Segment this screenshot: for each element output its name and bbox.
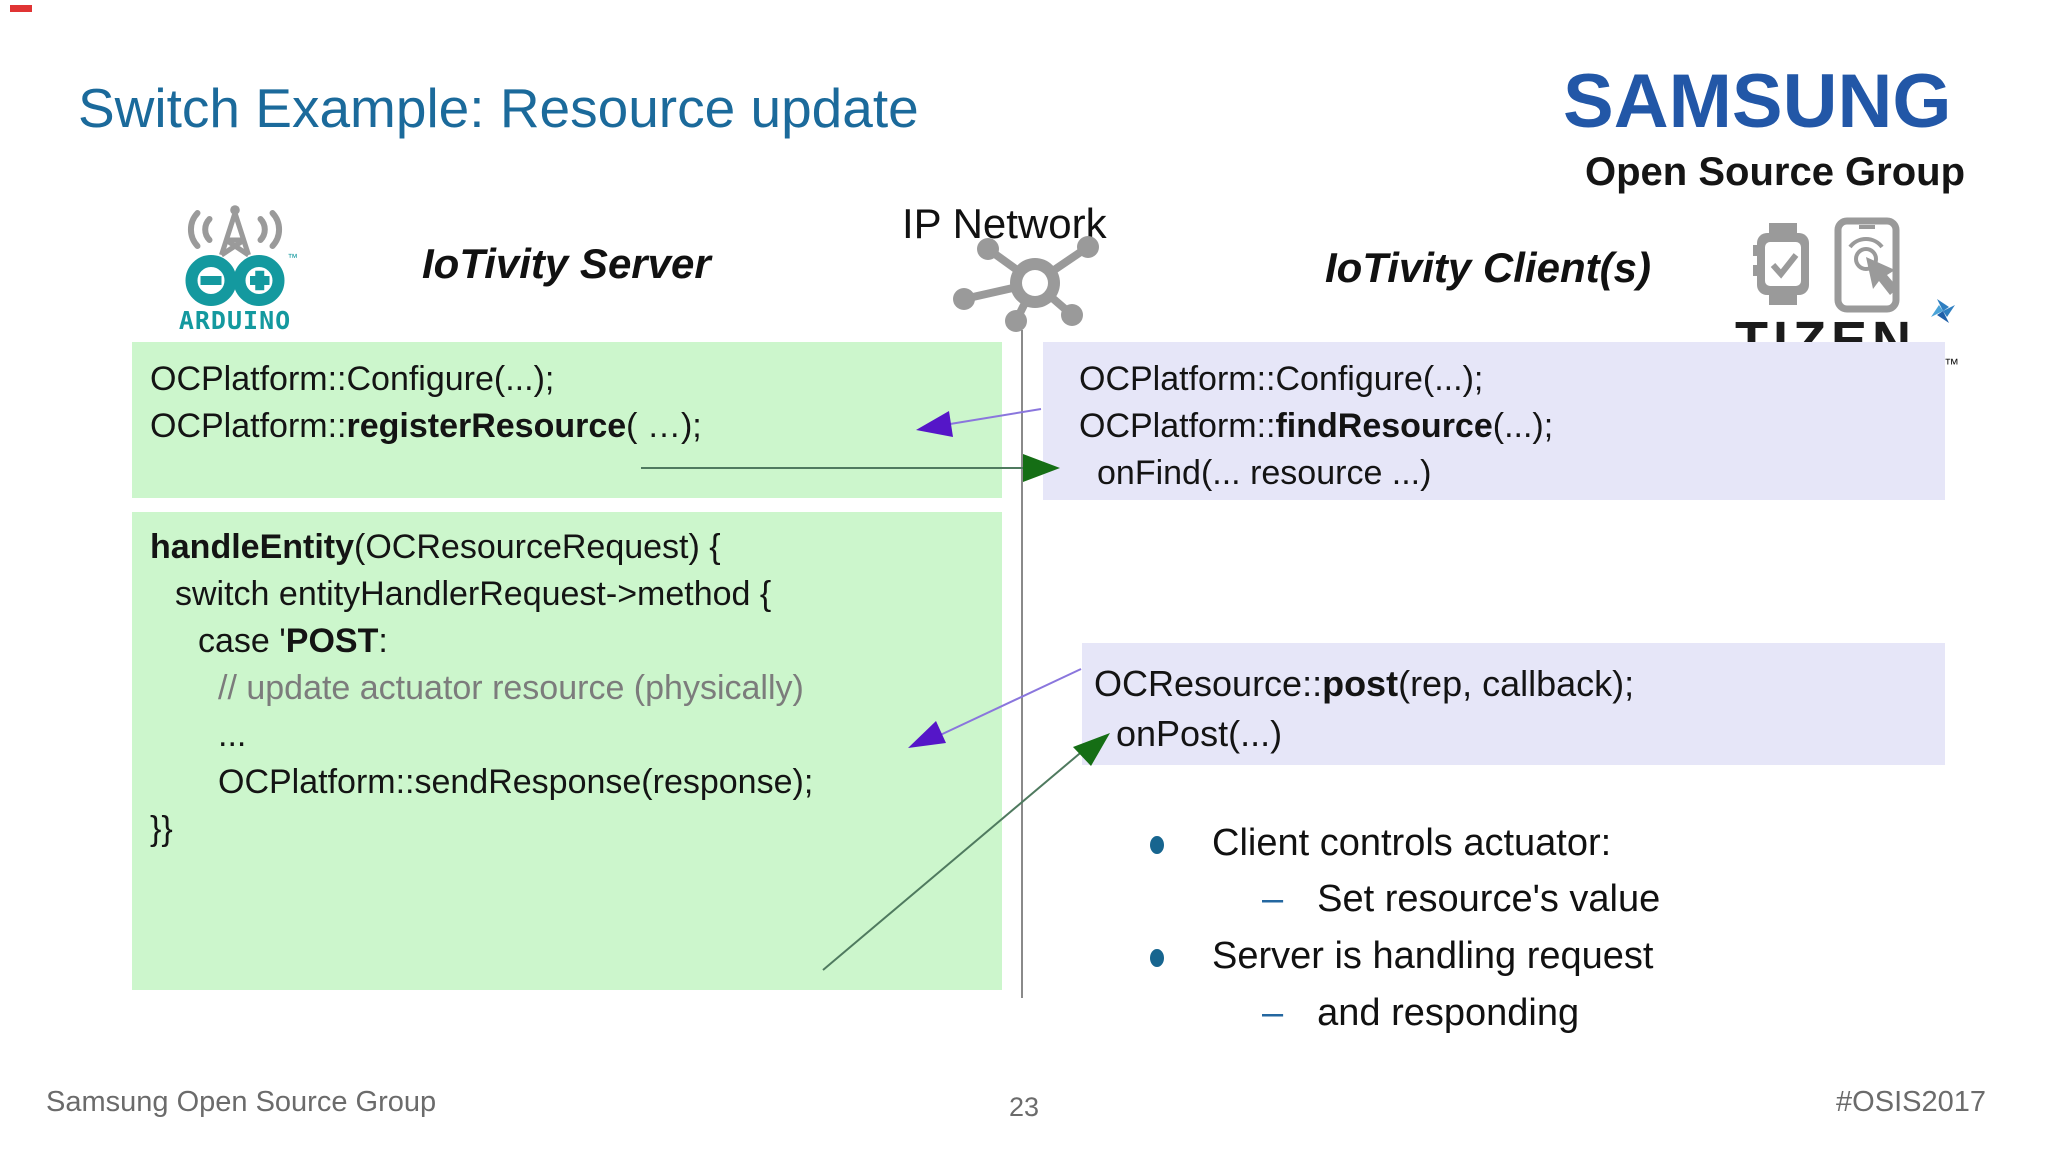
lane-label-client: IoTivity Client(s) [1325, 244, 1651, 291]
code-line: OCPlatform::Configure(...); [150, 360, 555, 398]
lane-label-network: IP Network [902, 200, 1107, 247]
code-line: onPost(...) [1116, 713, 1283, 754]
server-handler-code-box: handleEntity(OCResourceRequest) { switch… [132, 512, 1002, 990]
video-progress-fragment [10, 5, 32, 12]
arduino-logo-icon: ™ [185, 205, 299, 306]
bullet-dot-icon [1150, 836, 1164, 854]
page-number: 23 [1008, 1092, 1040, 1122]
code-line: OCPlatform::findResource(...); [1079, 407, 1554, 445]
bullet-sub-item: – and responding [1262, 992, 1579, 1035]
bullet-text: Client controls actuator: [1212, 822, 1612, 864]
client-find-code-box: OCPlatform::Configure(...); OCPlatform::… [1043, 342, 1945, 500]
server-register-code-box: OCPlatform::Configure(...); OCPlatform::… [132, 342, 1002, 498]
bullet-item: Client controls actuator: [1150, 822, 1611, 865]
code-line: handleEntity(OCResourceRequest) { [150, 528, 721, 566]
arduino-logo-caption: ARDUINO [178, 306, 292, 335]
page-title: Switch Example: Resource update [78, 77, 919, 139]
dash-icon: – [1262, 992, 1284, 1034]
code-line: switch entityHandlerRequest->method { [175, 575, 772, 613]
phone-touch-icon [1834, 217, 1900, 313]
tizen-trademark: ™ [1944, 356, 1959, 373]
samsung-logo: SAMSUNG [1563, 59, 1952, 144]
code-line: OCPlatform::sendResponse(response); [218, 763, 814, 801]
bullet-item: Server is handling request [1150, 935, 1653, 978]
footer-hashtag: #OSIS2017 [1836, 1086, 1986, 1118]
bullet-sub-item: – Set resource's value [1262, 878, 1660, 921]
arduino-trademark: ™ [288, 252, 299, 264]
smartwatch-icon [1753, 223, 1809, 305]
code-line: OCResource::post(rep, callback); [1094, 663, 1635, 704]
bullet-text: Server is handling request [1212, 935, 1654, 977]
bullet-dot-icon [1150, 949, 1164, 967]
dash-icon: – [1262, 878, 1284, 920]
code-comment-line: // update actuator resource (physically) [218, 669, 804, 707]
footer-group-name: Samsung Open Source Group [46, 1086, 437, 1118]
lane-label-server: IoTivity Server [422, 240, 711, 287]
network-hub-icon [953, 236, 1099, 332]
bullet-sub-text: and responding [1317, 992, 1580, 1034]
code-line: }} [150, 810, 173, 848]
bullet-sub-text: Set resource's value [1317, 878, 1661, 920]
tizen-pinwheel-icon [1931, 299, 1955, 323]
code-line: ... [218, 716, 247, 754]
code-line: case 'POST: [198, 622, 388, 660]
code-line: onFind(... resource ...) [1097, 454, 1432, 492]
code-line: OCPlatform::registerResource( …); [150, 407, 702, 445]
client-post-code-box: OCResource::post(rep, callback); onPost(… [1082, 643, 1945, 765]
tizen-devices-icon [1753, 217, 1955, 323]
samsung-logo-subtitle: Open Source Group [1585, 150, 1966, 194]
code-line: OCPlatform::Configure(...); [1079, 360, 1484, 398]
